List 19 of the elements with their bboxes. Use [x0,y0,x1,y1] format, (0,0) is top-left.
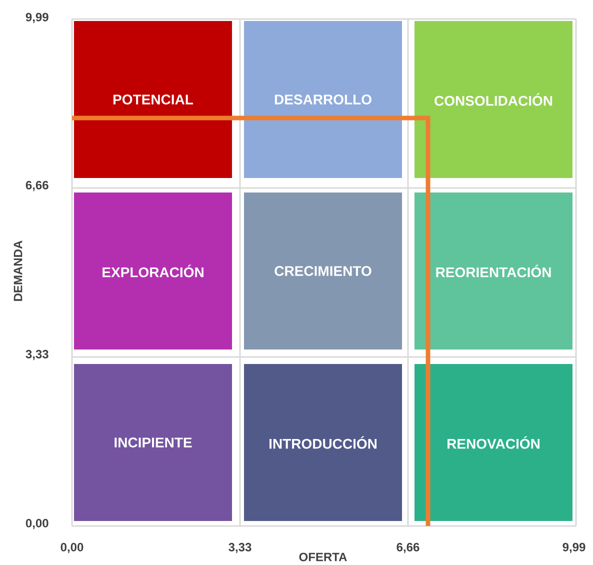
quadrant-box: DESARROLLO [244,21,402,178]
quadrant-box: CRECIMIENTO [244,192,402,350]
tick-label: 3,33 [26,350,48,360]
quadrant-box: RENOVACIÓN [414,364,572,521]
tick-label: 6,66 [396,542,420,554]
quadrant-box: REORIENTACIÓN [414,192,572,350]
tick-label: 0,00 [26,518,48,530]
quadrant-box: POTENCIAL [74,21,232,178]
tick-label: 9,99 [26,12,48,24]
tick-label: 6,66 [26,180,48,192]
quadrant-box: INCIPIENTE [74,364,232,521]
quadrant-box: CONSOLIDACIÓN [414,21,572,178]
quadrant-box: EXPLORACIÓN [74,192,232,350]
axis-title: DEMANDA [14,240,22,301]
quadrant-box: INTRODUCCIÓN [244,364,402,521]
tick-label: 0,00 [60,542,84,554]
tick-label: 9,99 [562,542,586,554]
tick-label: 3,33 [228,542,252,554]
axis-title: OFERTA [299,552,347,562]
